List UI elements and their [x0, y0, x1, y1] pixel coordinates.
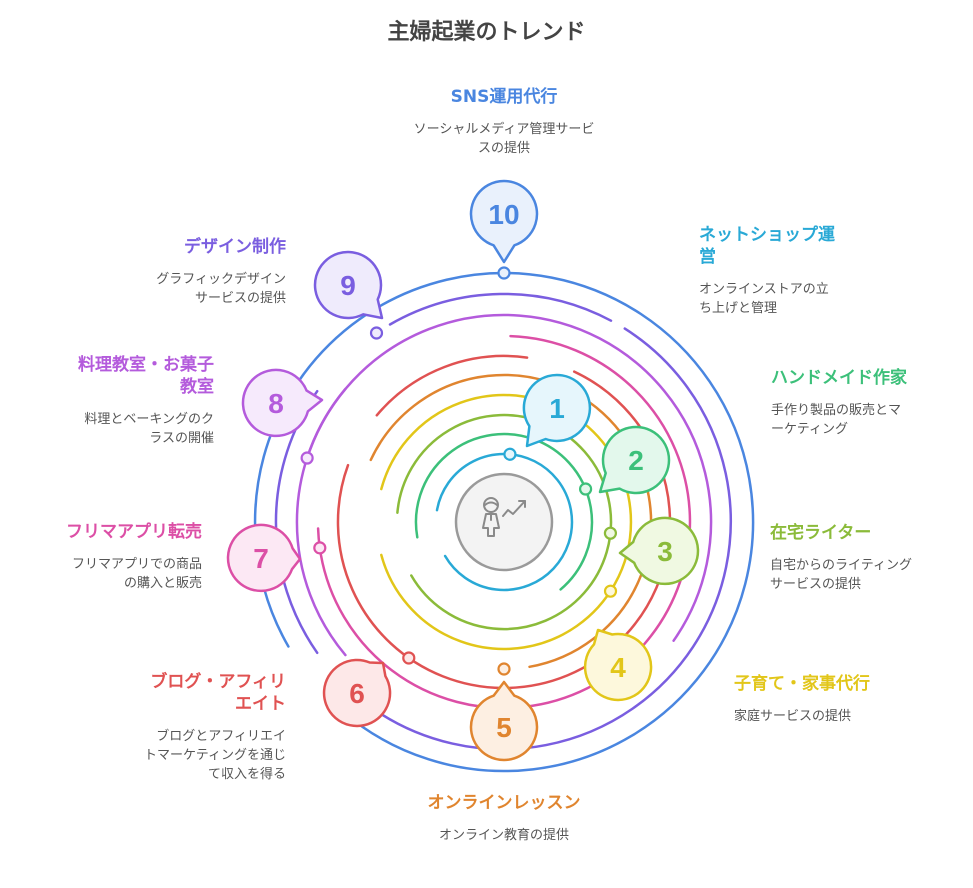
bubble-7: 7 [226, 523, 302, 593]
label-handmade-desc: 手作り製品の販売とマ ーケティング [771, 403, 902, 437]
label-sns: SNS運用代行 ソーシャルメディア管理サービ スの提供 [374, 86, 634, 158]
label-blog-title: ブログ・アフィリ エイト [150, 672, 286, 714]
bubble-10: 10 [469, 179, 539, 264]
label-cooking: 料理教室・お菓子 教室 料理とベーキングのク ラスの開催 [24, 354, 214, 448]
label-handmade: ハンドメイド作家 手作り製品の販売とマ ーケティング [771, 367, 961, 439]
bubble-number-5: 5 [496, 712, 512, 743]
label-netshop: ネットショップ運 営 オンラインストアの立 ち上げと管理 [699, 224, 889, 318]
bubble-number-7: 7 [253, 543, 269, 574]
bubble-9: 9 [313, 250, 384, 320]
ring-arcs [253, 271, 755, 773]
bubble-shape-3 [618, 516, 700, 586]
label-writer-title: 在宅ライター [770, 523, 872, 543]
label-cooking-title: 料理教室・お菓子 教室 [78, 355, 214, 397]
ring-node-1 [503, 447, 517, 461]
label-kaji-desc: 家庭サービスの提供 [734, 709, 852, 724]
bubble-number-9: 9 [340, 270, 356, 301]
ring-arc-cooking [295, 387, 347, 657]
label-design-desc: グラフィックデザイン サービスの提供 [156, 272, 286, 306]
ring-arc-kaji [380, 393, 633, 651]
bubble-4: 4 [583, 628, 653, 702]
bubble-number-4: 4 [610, 652, 626, 683]
center-hub [454, 472, 554, 572]
label-design: デザイン制作 グラフィックデザイン サービスの提供 [86, 236, 286, 308]
label-furima: フリマアプリ転売 フリマアプリでの商品 の購入と販売 [22, 521, 202, 593]
bubble-5: 5 [469, 680, 539, 762]
bubble-number-8: 8 [268, 388, 284, 419]
ring-arc-design [388, 292, 613, 326]
label-sns-desc: ソーシャルメディア管理サービ スの提供 [413, 122, 595, 156]
ring-node-10 [497, 266, 511, 280]
label-writer-desc: 自宅からのライティング サービスの提供 [770, 558, 912, 592]
label-design-title: デザイン制作 [184, 237, 286, 257]
bubble-number-1: 1 [549, 393, 565, 424]
businesswoman-growth-icon [482, 497, 526, 537]
ring-arc-cooking [308, 313, 713, 642]
ring-node-3 [603, 526, 618, 540]
ring-arc-writer [396, 413, 613, 631]
bubble-8: 8 [241, 368, 324, 438]
bubble-number-10: 10 [488, 199, 519, 230]
ring-arc-blog [375, 354, 529, 417]
label-writer: 在宅ライター 自宅からのライティング サービスの提供 [770, 522, 970, 594]
center-circle [454, 472, 554, 572]
ring-nodes [300, 266, 618, 676]
bubble-6: 6 [322, 658, 392, 728]
ring-arc-netshop [435, 452, 574, 592]
bubble-shape-9 [313, 250, 384, 320]
label-furima-desc: フリマアプリでの商品 の購入と販売 [71, 557, 202, 591]
label-blog: ブログ・アフィリ エイト ブログとアフィリエイ トマーケティングを通じ て収入を… [86, 671, 286, 784]
bubble-shape-10 [469, 179, 539, 264]
label-netshop-desc: オンラインストアの立 ち上げと管理 [699, 282, 829, 316]
bubble-3: 3 [618, 516, 700, 586]
label-netshop-title: ネットショップ運 営 [699, 225, 835, 267]
ring-node-2 [578, 482, 593, 496]
label-lesson: オンラインレッスン オンライン教育の提供 [374, 792, 634, 845]
bubble-shape-1 [522, 373, 592, 448]
ring-node-8 [300, 451, 314, 465]
ring-arc-furima [319, 334, 692, 710]
label-kaji: 子育て・家事代行 家庭サービスの提供 [734, 673, 934, 726]
bubble-2: 2 [598, 425, 671, 495]
bubble-shape-6 [322, 658, 392, 728]
label-furima-title: フリマアプリ転売 [66, 522, 202, 542]
bubble-shape-2 [598, 425, 671, 495]
label-sns-title: SNS運用代行 [450, 87, 558, 107]
bubble-shape-7 [226, 523, 302, 593]
number-bubbles: 1 2 3 4 5 6 7 8 9 10 [226, 179, 700, 762]
bubble-number-6: 6 [349, 678, 365, 709]
ring-node-4 [603, 584, 618, 598]
bubble-shape-5 [469, 680, 539, 762]
ring-node-6 [402, 651, 416, 665]
label-cooking-desc: 料理とベーキングのク ラスの開催 [84, 412, 214, 446]
ring-node-9 [369, 326, 384, 340]
bubble-shape-8 [241, 368, 324, 438]
bubble-shape-4 [583, 628, 653, 702]
ring-node-7 [313, 541, 327, 555]
label-handmade-title: ハンドメイド作家 [771, 368, 907, 388]
label-kaji-title: 子育て・家事代行 [734, 674, 870, 694]
ring-arc-sns [287, 271, 755, 773]
label-lesson-title: オンラインレッスン [427, 793, 581, 813]
label-blog-desc: ブログとアフィリエイ トマーケティングを通じ て収入を得る [144, 729, 286, 782]
label-lesson-desc: オンライン教育の提供 [438, 828, 569, 843]
diagram-title: 主婦起業のトレンド [387, 20, 586, 45]
bubble-number-3: 3 [657, 536, 673, 567]
bubble-number-2: 2 [628, 445, 644, 476]
bubble-1: 1 [522, 373, 592, 448]
ring-node-5 [497, 662, 511, 676]
